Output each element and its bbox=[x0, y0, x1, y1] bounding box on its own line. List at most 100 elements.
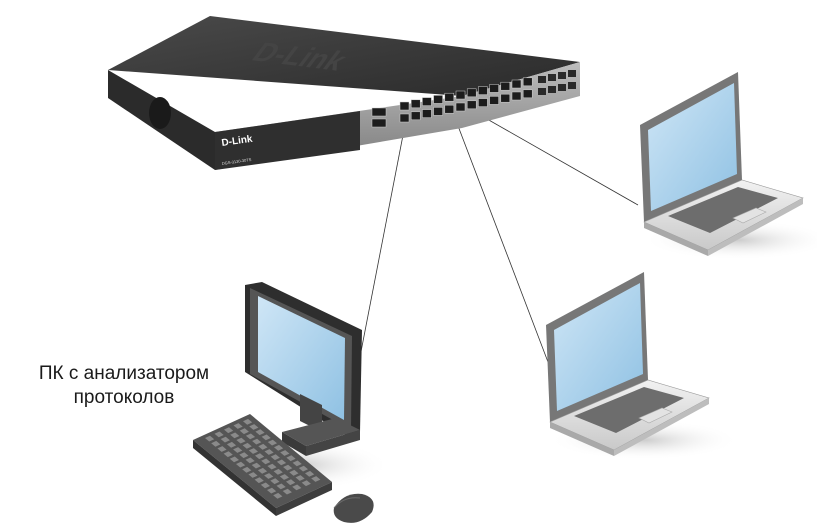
rj45-port bbox=[489, 96, 499, 105]
keyboard-key bbox=[243, 418, 253, 425]
rj45-port bbox=[500, 93, 511, 103]
keyboard-key bbox=[229, 456, 239, 463]
laptop-2-keyboard bbox=[574, 387, 684, 433]
keyboard-key bbox=[236, 461, 246, 468]
switch-top bbox=[108, 16, 580, 96]
pc-caption: ПК с анализатором протоколов bbox=[8, 362, 240, 410]
keyboard-key bbox=[267, 439, 277, 446]
laptop-2-touchpad bbox=[638, 407, 673, 424]
keyboard-key bbox=[283, 464, 293, 471]
rj45-port bbox=[478, 86, 488, 95]
rj45-port bbox=[466, 88, 477, 98]
keyboard-key bbox=[226, 441, 237, 448]
pc-mouse bbox=[333, 493, 374, 523]
keyboard-key bbox=[255, 429, 265, 436]
keyboard-key bbox=[239, 452, 249, 459]
rj45-port bbox=[522, 77, 533, 87]
keyboard-key bbox=[273, 492, 283, 499]
keyboard-key bbox=[217, 446, 227, 452]
pc-caption-line-1: ПК с анализатором bbox=[38, 363, 210, 384]
keyboard-key bbox=[264, 473, 274, 479]
rj45-port bbox=[511, 79, 522, 89]
sfp-port bbox=[548, 74, 556, 81]
rj45-port bbox=[410, 111, 421, 121]
rj45-port bbox=[433, 107, 443, 116]
keyboard-key bbox=[255, 453, 265, 460]
rj45-port bbox=[489, 84, 499, 93]
rj45-port bbox=[522, 89, 533, 99]
keyboard-key bbox=[305, 470, 315, 477]
pc-keyboard bbox=[193, 414, 332, 516]
rj45-port bbox=[444, 92, 455, 102]
pc-keyboard-keys bbox=[205, 418, 321, 499]
sfp-port bbox=[568, 70, 576, 77]
keyboard-key bbox=[276, 483, 286, 490]
keyboard-key bbox=[252, 438, 262, 445]
keyboard-key bbox=[211, 440, 221, 447]
sfp-port bbox=[538, 88, 546, 95]
pc-caption-line-2: протоколов bbox=[73, 387, 175, 408]
keyboard-key bbox=[260, 482, 270, 489]
keyboard-key bbox=[220, 436, 230, 443]
pc-monitor-base bbox=[282, 418, 360, 446]
keyboard-key bbox=[267, 463, 277, 470]
rj45-port bbox=[455, 90, 466, 100]
cable-to-laptop-1 bbox=[479, 114, 639, 206]
laptop-1-keyboard bbox=[668, 187, 778, 233]
keyboard-key bbox=[224, 427, 234, 434]
keyboard-key bbox=[245, 433, 256, 440]
keyboard-key bbox=[267, 487, 277, 494]
laptop-2-base-edge bbox=[550, 422, 614, 456]
keyboard-key bbox=[205, 435, 215, 442]
keyboard-key bbox=[280, 450, 290, 456]
keyboard-key bbox=[245, 457, 255, 464]
laptop-1-screen bbox=[648, 83, 737, 211]
keyboard-key bbox=[311, 476, 321, 482]
mount-ear bbox=[149, 97, 171, 129]
keyboard-key bbox=[242, 442, 252, 449]
keyboard-key bbox=[295, 475, 305, 481]
pc-monitor-screen bbox=[258, 296, 345, 420]
keyboard-key bbox=[233, 447, 243, 453]
keyboard-key bbox=[298, 465, 308, 472]
sfp-port bbox=[548, 86, 556, 93]
keyboard-key bbox=[276, 459, 287, 466]
keyboard-key bbox=[274, 444, 284, 451]
laptop-1-base-edge bbox=[644, 222, 708, 256]
keyboard-key bbox=[248, 448, 258, 454]
mgmt-port bbox=[371, 107, 387, 117]
keyboard-key bbox=[292, 460, 302, 467]
keyboard-key bbox=[264, 449, 274, 455]
laptop-1-touchpad bbox=[732, 207, 767, 224]
keyboard-key bbox=[258, 443, 268, 450]
rj45-port bbox=[466, 100, 477, 110]
sfp-port bbox=[558, 72, 566, 79]
rj45-port bbox=[399, 113, 410, 123]
sfp-port bbox=[568, 82, 576, 89]
rj45-port bbox=[399, 101, 410, 111]
keyboard-key bbox=[249, 424, 259, 430]
rj45-port bbox=[422, 97, 432, 106]
rj45-port bbox=[511, 91, 522, 101]
laptop-2-screen bbox=[554, 283, 643, 411]
rj45-port bbox=[478, 98, 488, 107]
rj45-port bbox=[433, 95, 443, 104]
keyboard-key bbox=[248, 472, 258, 478]
laptop-1-base-edge2 bbox=[708, 198, 803, 256]
switch-ports bbox=[371, 70, 576, 128]
sfp-port bbox=[558, 84, 566, 91]
rj45-port bbox=[455, 102, 466, 112]
laptop-1 bbox=[640, 72, 817, 260]
desktop-pc bbox=[193, 282, 390, 523]
rj45-port bbox=[422, 109, 432, 118]
rj45-port bbox=[444, 104, 455, 114]
keyboard-key bbox=[292, 484, 302, 491]
keyboard-key bbox=[236, 437, 246, 444]
keyboard-key bbox=[270, 478, 280, 485]
rj45-port bbox=[410, 99, 421, 109]
pc-monitor bbox=[245, 282, 362, 456]
keyboard-key bbox=[233, 423, 243, 429]
laptop-2-base-edge2 bbox=[614, 398, 709, 456]
keyboard-key bbox=[301, 480, 311, 487]
